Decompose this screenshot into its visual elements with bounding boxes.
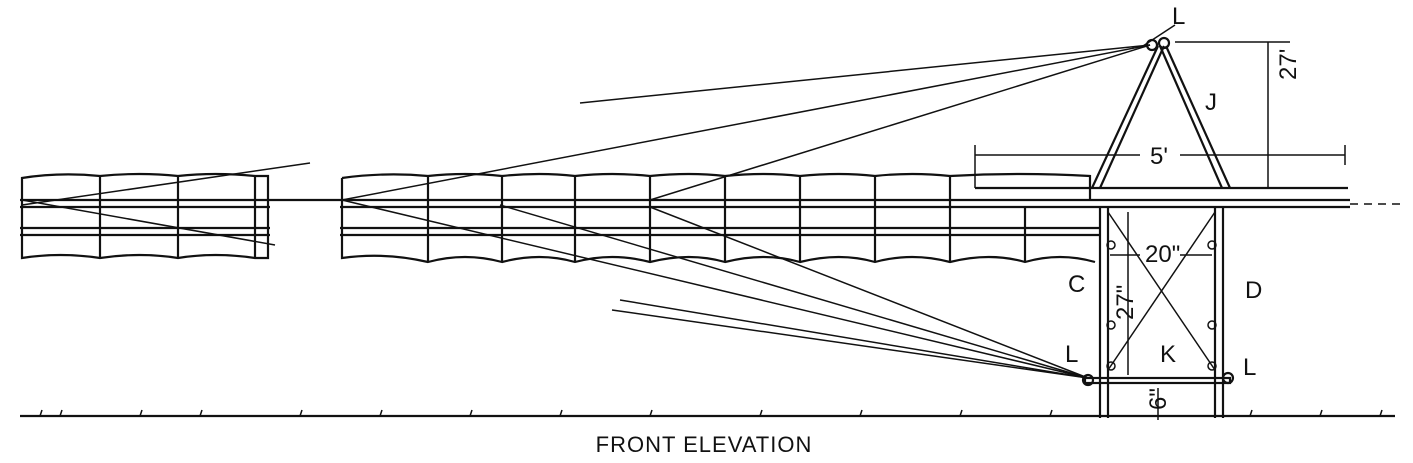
- label-top-pivot: L: [1172, 3, 1185, 30]
- label-post-spacing: 20": [1145, 241, 1180, 268]
- boom-left-segment: [20, 162, 340, 260]
- label-post-left: C: [1068, 271, 1085, 298]
- ground-line: [20, 409, 1395, 418]
- label-crossbar: K: [1160, 341, 1176, 368]
- label-frame-height: 27': [1275, 49, 1302, 80]
- boom-main-segment: [340, 172, 1400, 264]
- dimension-lines: [974, 41, 1346, 420]
- label-post-height: 27": [1112, 285, 1139, 320]
- a-frame: [1091, 24, 1232, 189]
- label-ground-clearance: 6": [1145, 388, 1172, 410]
- label-bottom-pivot-right: L: [1243, 354, 1256, 381]
- cables: [341, 44, 1151, 379]
- drawing-title: FRONT ELEVATION: [596, 432, 813, 457]
- label-frame-width: 5': [1150, 143, 1168, 170]
- label-frame-leg: J: [1205, 89, 1217, 116]
- support-posts: [1081, 207, 1235, 418]
- label-bottom-pivot-left: L: [1065, 341, 1078, 368]
- label-post-right: D: [1245, 277, 1262, 304]
